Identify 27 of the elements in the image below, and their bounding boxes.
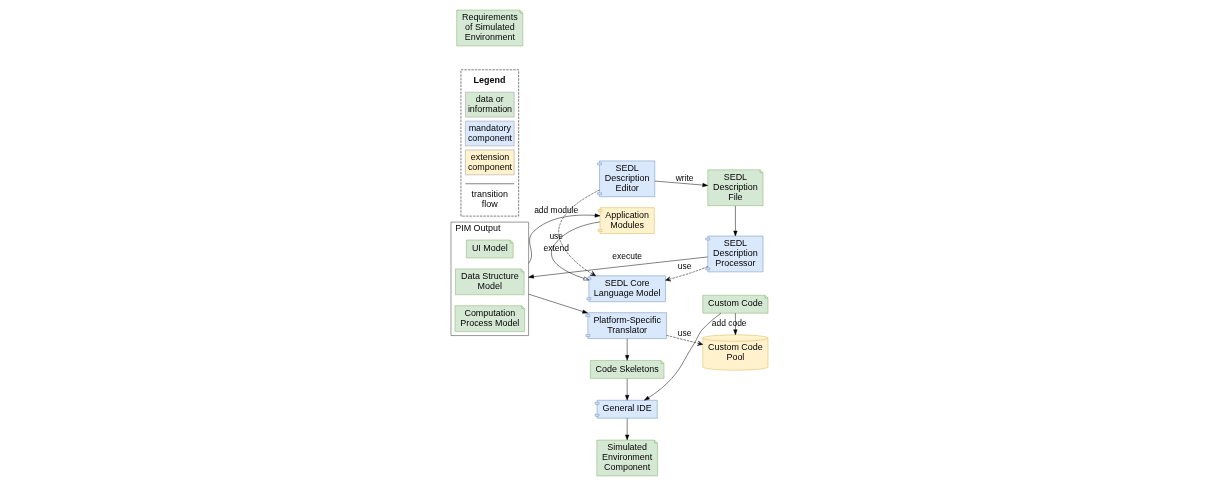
arrow [528,293,588,314]
arrow [528,213,601,264]
label: Legend [473,74,506,85]
edge-label: use [677,261,692,272]
edge-label: use [549,231,564,242]
legend-label: transition flow [471,188,508,209]
arrow [665,266,708,282]
arrow [625,338,630,361]
edge-label: add code [711,317,747,328]
edge-label: write [675,172,694,183]
edge-label: add module [534,204,579,215]
arrow [733,205,738,237]
arrow [654,180,708,188]
edge-label: execute [612,251,642,262]
arrow [625,378,630,401]
arrow [551,221,601,281]
arrow [625,418,630,441]
arrow [558,189,600,277]
arrow [528,256,708,279]
edge-label: use [677,327,692,338]
arrow [666,335,703,346]
arrow [733,313,738,336]
legend-label: data or information [467,93,513,114]
legend-label: extension component [467,151,513,172]
arrow [644,313,722,401]
legend-label: mandatory component [467,122,513,143]
edge-label: extend [543,243,569,254]
